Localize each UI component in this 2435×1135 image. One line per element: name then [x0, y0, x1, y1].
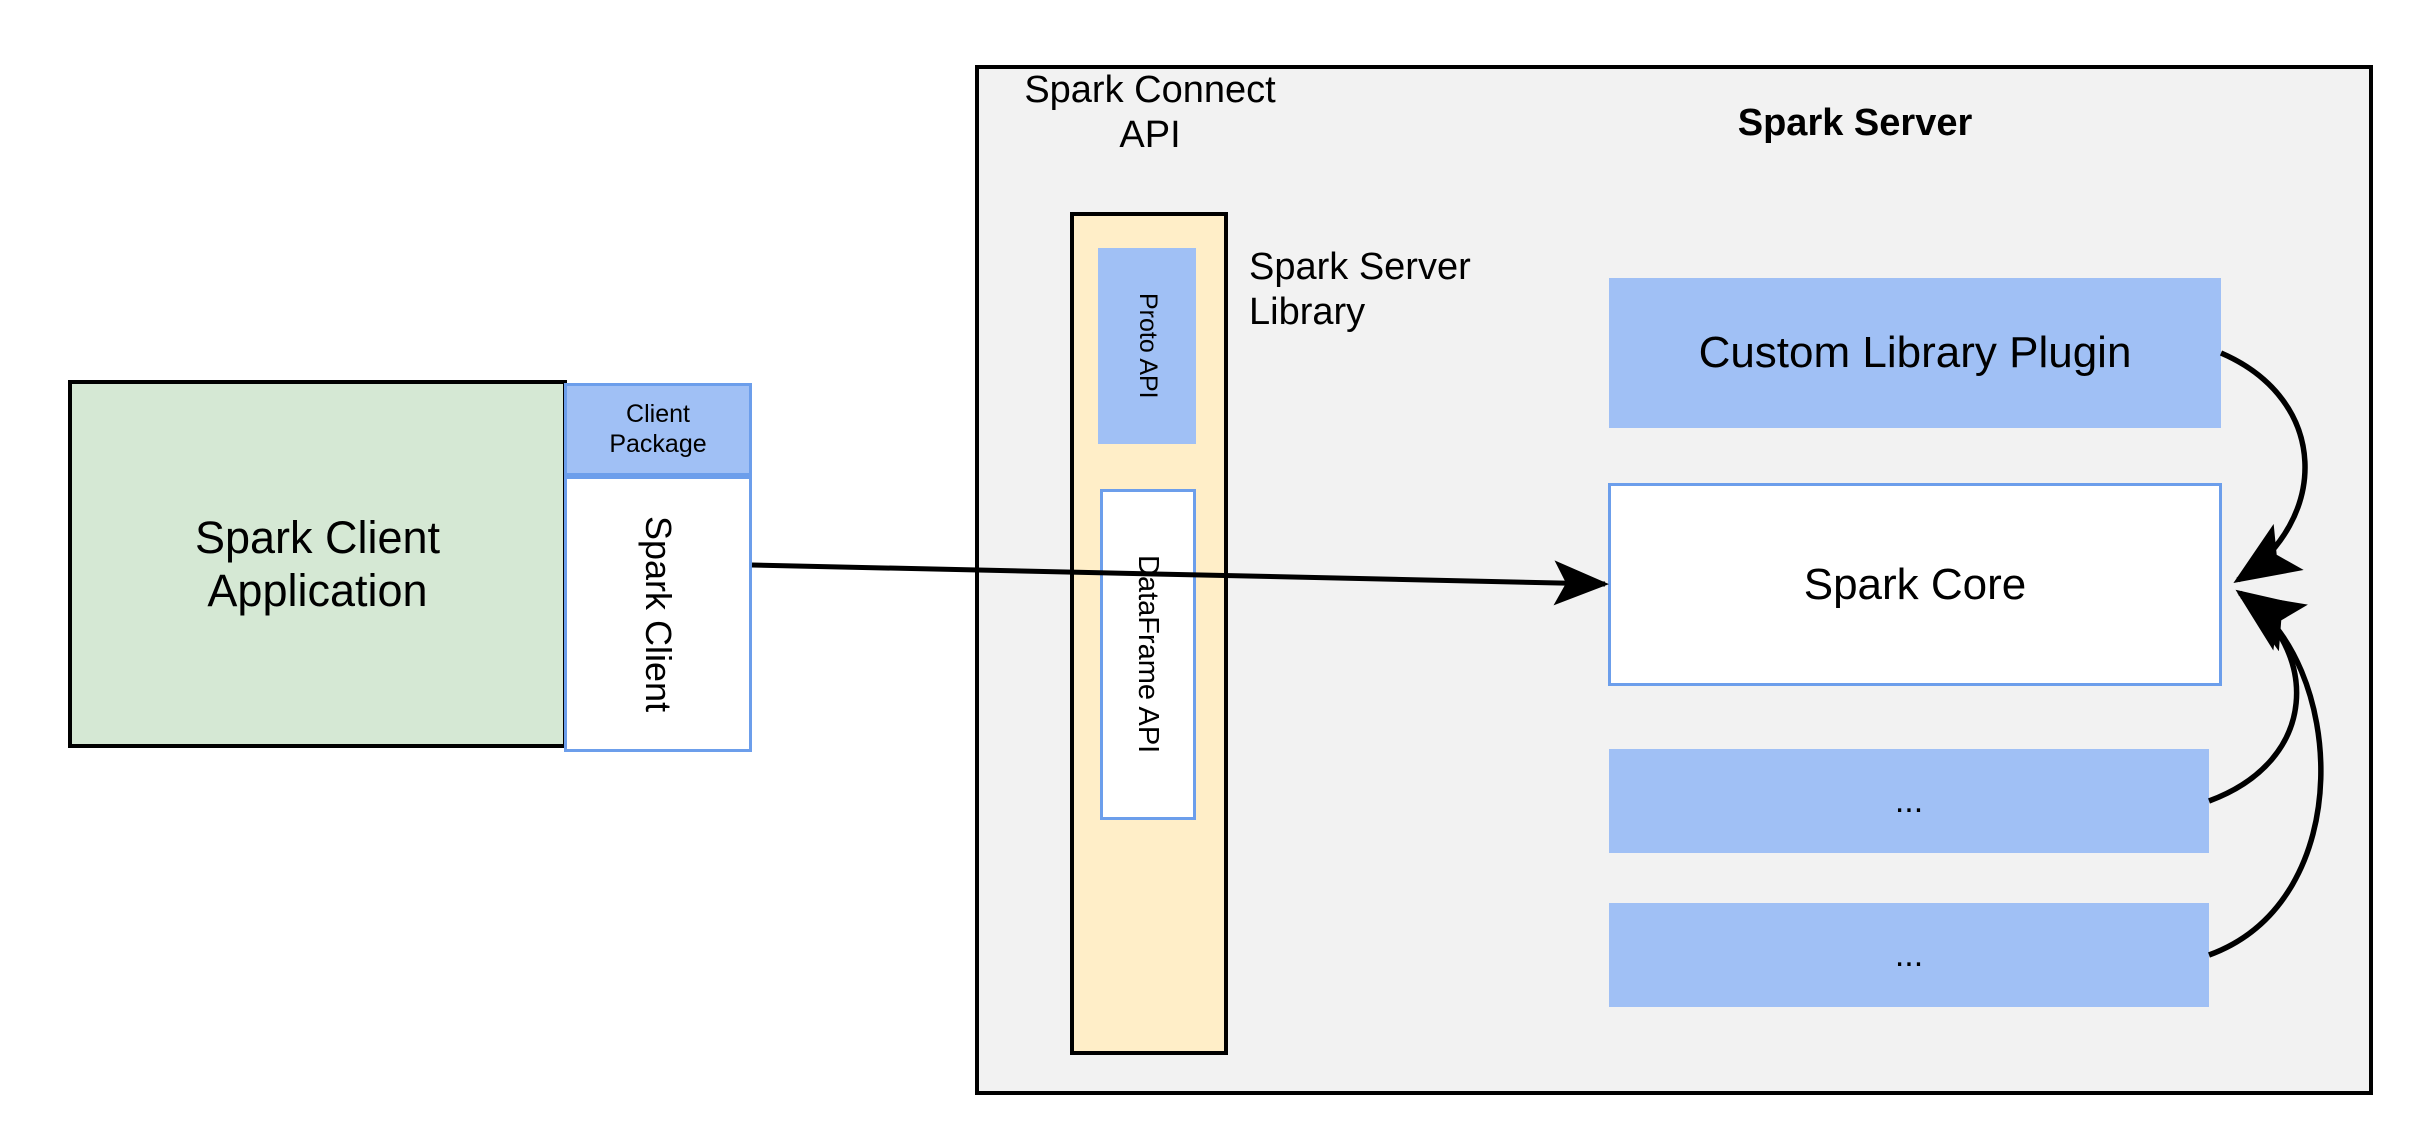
- custom-library-plugin-box[interactable]: Custom Library Plugin: [1609, 278, 2221, 428]
- spark-server-library-label: Spark Server Library: [1249, 245, 1549, 355]
- spark-connect-api-label-line2: API: [1119, 113, 1181, 156]
- spark-server-title: Spark Server: [1737, 101, 1973, 144]
- proto-api-box[interactable]: Proto API: [1098, 248, 1196, 444]
- spark-client-label: Spark Client: [638, 515, 680, 713]
- spark-connect-api-label: Spark Connect API: [1000, 68, 1300, 168]
- spark-client-application-label: Spark Client Application: [185, 511, 450, 617]
- custom-library-plugin-label: Custom Library Plugin: [1698, 328, 2132, 378]
- spark-core-label: Spark Core: [1803, 559, 2027, 609]
- ellipsis-box-1-label: ...: [1894, 781, 1924, 820]
- client-package-box[interactable]: Client Package: [564, 383, 752, 476]
- dataframe-api-box[interactable]: DataFrame API: [1100, 489, 1196, 820]
- ellipsis-box-1[interactable]: ...: [1609, 749, 2209, 853]
- dataframe-api-label: DataFrame API: [1132, 555, 1165, 754]
- proto-api-label: Proto API: [1133, 293, 1162, 399]
- spark-client-application-box[interactable]: Spark Client Application: [68, 380, 567, 748]
- client-package-label: Client Package: [609, 400, 706, 459]
- client-package-label-line1: Client: [626, 400, 690, 428]
- spark-server-library-label-line1: Spark Server: [1249, 246, 1471, 288]
- spark-client-application-label-line2: Application: [207, 565, 428, 616]
- spark-connect-api-label-line1: Spark Connect: [1024, 69, 1276, 111]
- ellipsis-box-2[interactable]: ...: [1609, 903, 2209, 1007]
- ellipsis-box-2-label: ...: [1894, 935, 1924, 974]
- spark-core-box[interactable]: Spark Core: [1608, 483, 2222, 686]
- client-package-label-line2: Package: [609, 429, 707, 458]
- spark-client-box[interactable]: Spark Client: [564, 476, 752, 752]
- spark-server-library-label-line2: Library: [1249, 290, 1366, 333]
- spark-client-application-label-line1: Spark Client: [194, 511, 441, 563]
